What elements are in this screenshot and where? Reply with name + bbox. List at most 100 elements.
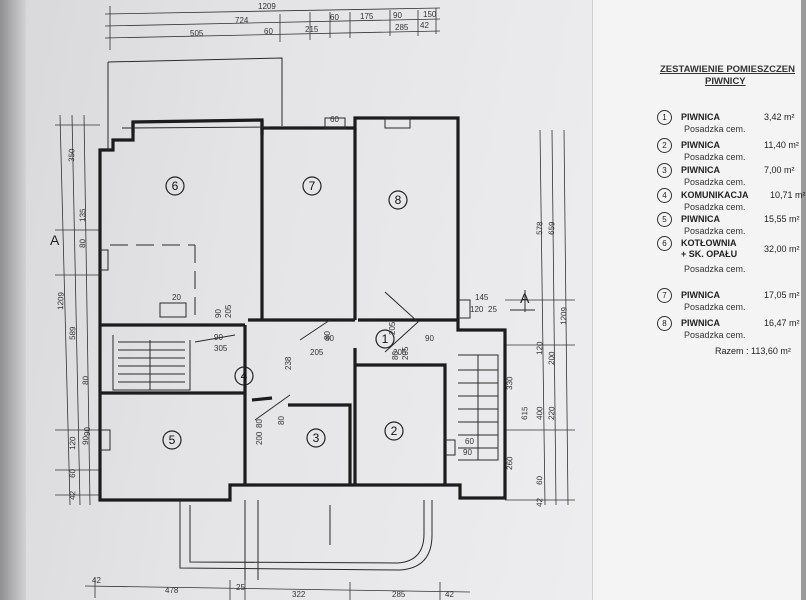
room-name: PIWNICA (681, 290, 720, 300)
floor-finish: Posadzka cem. (684, 152, 746, 162)
floor-finish: Posadzka cem. (684, 177, 746, 187)
row-number: 7 (657, 288, 672, 303)
room-5-label: 5 (162, 430, 182, 450)
dim-right-1209: 1209 (559, 306, 569, 325)
dim-right-220: 220 (547, 406, 556, 420)
room-area: 16,47 m² (764, 318, 800, 328)
dim-bottom-285: 285 (392, 590, 406, 599)
svg-text:4: 4 (241, 369, 248, 383)
dim-right-330: 330 (505, 376, 514, 390)
schedule-row-1: 1 PIWNICA 3,42 m² Posadzka cem. (640, 110, 800, 140)
dim-in-205c: 205 (224, 304, 233, 318)
room-7-label: 7 (302, 176, 322, 196)
dim-left-1209: 1209 (56, 291, 66, 310)
dim-in-60: 60 (465, 437, 474, 446)
svg-text:7: 7 (309, 179, 316, 193)
dim-bottom-42: 42 (92, 576, 101, 585)
dim-top-175: 175 (360, 12, 374, 21)
dim-left-350: 350 (67, 148, 76, 162)
dim-in-90b: 90 (214, 309, 223, 318)
interior-walls (100, 117, 499, 485)
schedule-total: Razem : 113,60 m² (715, 346, 791, 356)
room-name: PIWNICA (681, 318, 720, 328)
room-name: PIWNICA (681, 165, 720, 175)
schedule-title: ZESTAWIENIE POMIESZCZEN (660, 64, 795, 75)
schedule-row-4: 4 KOMUNIKACJA 10,71 m² Posadzka cem. (640, 188, 806, 218)
row-number: 5 (657, 212, 672, 227)
svg-text:3: 3 (313, 431, 320, 445)
floor-finish: Posadzka cem. (684, 124, 746, 134)
dim-right-260: 260 (505, 456, 514, 470)
dim-bottom-42b: 42 (445, 590, 454, 599)
dim-in-90d: 90 (83, 427, 92, 436)
dim-right-60: 60 (535, 475, 544, 485)
dim-top-90: 90 (393, 11, 402, 20)
room-name: PIWNICA (681, 214, 720, 224)
row-number: 8 (657, 316, 672, 331)
left-dimensions: 350 135 80 1209 589 80 90 120 60 42 A (50, 114, 100, 506)
dim-right-400: 400 (535, 406, 544, 420)
room-6-label: 6 (165, 176, 185, 196)
dim-right-659: 659 (547, 221, 556, 235)
floor-finish: Posadzka cem. (684, 202, 746, 212)
top-dimensions: 1209 724 60 175 90 150 505 60 215 285 42 (104, 2, 441, 50)
floor-finish: Posadzka cem. (684, 302, 746, 312)
dim-right-615: 615 (520, 406, 529, 420)
room-area: 10,71 m² (770, 190, 806, 200)
dim-in-80d: 80 (323, 331, 332, 340)
dim-right-578: 578 (535, 221, 544, 235)
room-1-label: 1 (375, 329, 395, 349)
dim-in-205d: 205 (401, 346, 410, 360)
dim-top-60b: 60 (264, 27, 273, 36)
dim-in-120: 120 (470, 305, 484, 314)
binding-gutter (0, 0, 26, 600)
dim-in-25: 25 (488, 305, 497, 314)
bottom-dimensions: 42 478 25 322 285 42 (84, 576, 471, 600)
row-number: 2 (657, 138, 672, 153)
schedule-row-2: 2 PIWNICA 11,40 m² Posadzka cem. (640, 138, 800, 168)
dim-in-238: 238 (284, 356, 293, 370)
room-area: 11,40 m² (764, 140, 799, 150)
schedule-row-5: 5 PIWNICA 15,55 m² Posadzka cem. (640, 212, 800, 242)
dim-in-80: 80 (325, 334, 334, 343)
dim-in-90: 90 (425, 334, 434, 343)
dim-left-80b: 80 (81, 375, 90, 385)
room-8-label: 8 (388, 190, 408, 210)
svg-text:2: 2 (391, 424, 398, 438)
row-number: 6 (657, 236, 672, 251)
dim-right-120: 120 (535, 341, 544, 355)
room-area: 7,00 m² (764, 165, 795, 175)
room-name-line-2: + SK. OPAŁU (681, 249, 738, 259)
schedule-row-8: 8 PIWNICA 16,47 m² Posadzka cem. (640, 316, 800, 346)
row-number: 4 (657, 188, 672, 203)
dim-in-80b: 80 (255, 419, 264, 428)
room-area: 17,05 m² (764, 290, 800, 300)
dim-bottom-322: 322 (292, 590, 306, 599)
room-3-label: 3 (306, 428, 326, 448)
dim-in-80e: 80 (277, 416, 286, 425)
room-2-label: 2 (384, 421, 404, 441)
right-page (592, 0, 801, 600)
dim-top-505: 505 (190, 29, 204, 38)
floor-finish: Posadzka cem. (684, 226, 746, 236)
room-area: 15,55 m² (764, 214, 800, 224)
room-4-label: 4 (234, 366, 254, 386)
dim-in-205e: 205 (388, 321, 397, 335)
dim-in-145: 145 (475, 293, 489, 302)
svg-text:6: 6 (172, 179, 179, 193)
room-name: PIWNICA (681, 140, 720, 150)
dim-in-60b: 60 (330, 115, 339, 124)
room-schedule: ZESTAWIENIE POMIESZCZEN PIWNICY 1 PIWNIC… (640, 60, 806, 390)
dim-top-285: 285 (395, 23, 409, 32)
svg-text:1: 1 (382, 332, 389, 346)
dim-left-90: 90 (81, 435, 90, 445)
row-number: 3 (657, 163, 672, 178)
floor-finish: Posadzka cem. (684, 264, 746, 274)
room-area: 32,00 m² (764, 244, 800, 254)
dim-bottom-478: 478 (165, 586, 179, 595)
dim-right-42: 42 (535, 497, 544, 507)
dim-left-135: 135 (78, 208, 87, 222)
dim-top-42: 42 (420, 21, 429, 30)
dim-in-80c: 80 (391, 351, 400, 360)
